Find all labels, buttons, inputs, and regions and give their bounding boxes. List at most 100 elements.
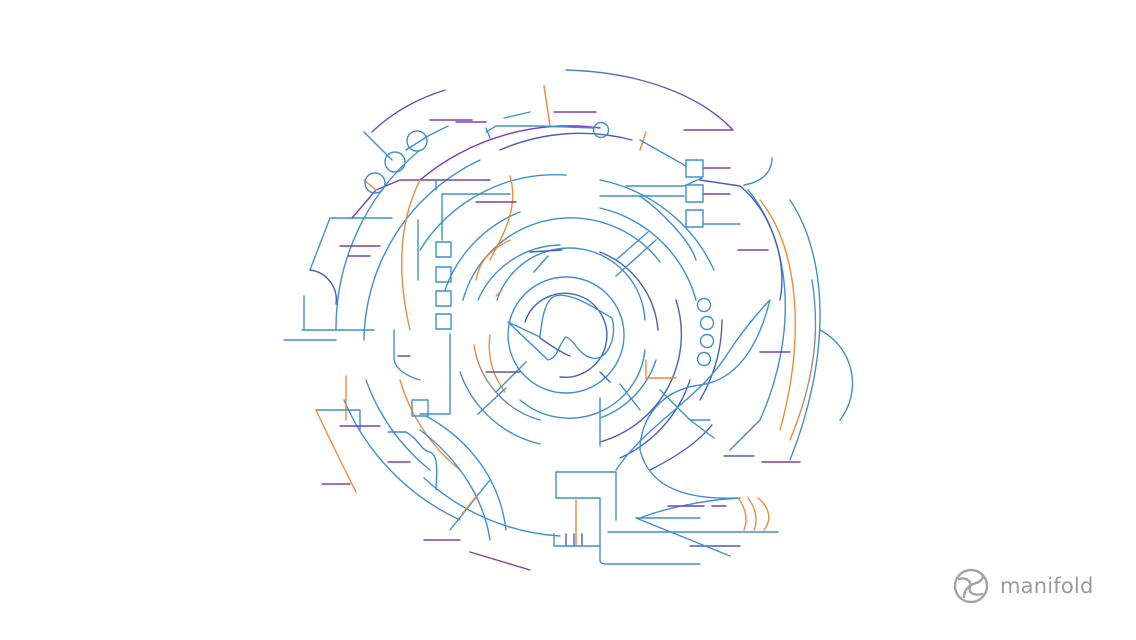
trace (405, 125, 449, 151)
trace (495, 289, 503, 297)
node-circle (592, 121, 610, 139)
leaf-inner (649, 424, 713, 471)
node-square (435, 241, 452, 258)
ring-8d (423, 477, 561, 537)
trace (485, 125, 595, 133)
right-arc-3 (789, 199, 821, 461)
trace (533, 255, 549, 273)
node-circle (364, 172, 386, 194)
node-circle (696, 351, 712, 367)
trace (393, 329, 421, 381)
trace (315, 409, 357, 493)
trace (477, 387, 507, 415)
ring-3c (599, 359, 657, 419)
node-square (685, 209, 704, 228)
core-ring (507, 276, 625, 394)
trace (543, 85, 551, 127)
trace (401, 179, 421, 331)
ring-6 (419, 173, 567, 251)
node-circle (384, 151, 406, 173)
ring-2c (488, 334, 506, 393)
trace (461, 493, 479, 515)
trace (615, 239, 657, 277)
ring-8b (419, 125, 601, 181)
ring-2b (519, 349, 646, 419)
trace (529, 249, 563, 253)
ring-8c (343, 399, 461, 521)
trace (615, 231, 649, 261)
leaf-shape (615, 299, 771, 519)
trace (419, 429, 491, 541)
trace (495, 361, 527, 393)
trace (553, 533, 601, 547)
trace (639, 139, 687, 167)
trace (555, 471, 701, 565)
brand-logo[interactable]: manifold (952, 566, 1093, 606)
node-circle (406, 130, 428, 152)
ring-3 (477, 244, 561, 301)
ring-3b (599, 251, 659, 331)
trace (659, 389, 711, 421)
trace (485, 127, 491, 139)
ring-6b (599, 179, 715, 271)
ring-7 (363, 159, 481, 341)
trace (747, 497, 757, 531)
trace (469, 551, 531, 571)
brand-name: manifold (1000, 573, 1094, 598)
ring-4b (599, 299, 683, 443)
core-ring-inner (524, 292, 608, 378)
node-square (685, 184, 704, 203)
ring-5c (619, 379, 691, 459)
node-square (435, 313, 452, 330)
trace (425, 415, 507, 531)
node-square (435, 290, 452, 307)
trace (503, 111, 531, 119)
outer-left-arc (371, 89, 446, 133)
outer-top-arc (565, 69, 734, 131)
right-arc-6 (699, 179, 783, 301)
ring-2 (496, 247, 646, 321)
trace (315, 409, 361, 431)
right-arc-5 (789, 279, 817, 441)
trace (639, 195, 697, 261)
trace (351, 179, 491, 219)
trace (689, 419, 715, 439)
trace (645, 359, 677, 379)
node-square (685, 159, 704, 178)
trace (625, 177, 703, 187)
core-wave-accent (539, 337, 571, 357)
ring-4c (459, 371, 541, 445)
trace (757, 497, 770, 531)
node-circle (699, 315, 715, 331)
right-arc-4 (819, 329, 854, 421)
trace (475, 239, 511, 281)
ring-5b (599, 207, 697, 301)
node-square (411, 399, 429, 417)
trace (419, 333, 451, 415)
trace (635, 517, 731, 557)
ring-8 (335, 149, 421, 331)
trace (619, 383, 641, 411)
trace (737, 497, 747, 531)
trace (387, 431, 438, 491)
trace (599, 371, 611, 383)
node-circle (699, 333, 715, 349)
ring-4 (462, 217, 661, 301)
ring-7c (365, 379, 431, 471)
node-circle (696, 297, 712, 313)
right-hook (743, 157, 773, 186)
trace (309, 217, 393, 271)
trace (489, 175, 514, 261)
node-square (435, 266, 452, 283)
right-arc-2 (759, 199, 796, 431)
trace (555, 471, 617, 521)
trace (363, 179, 377, 191)
manifold-logo-icon (953, 568, 989, 604)
trace (309, 269, 337, 305)
ring-6c (699, 319, 723, 401)
ring-7b (499, 132, 633, 151)
core-wave (507, 294, 615, 361)
trace (399, 379, 461, 471)
